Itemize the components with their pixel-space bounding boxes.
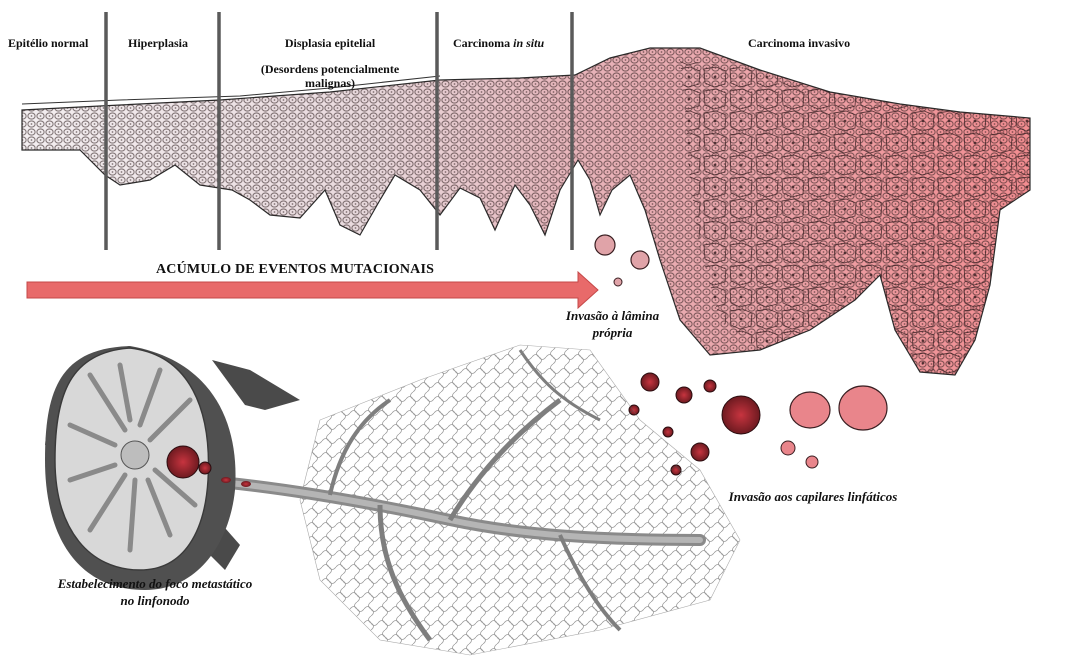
stage-label-dysplasia: Displasia epitelial bbox=[250, 36, 410, 50]
lamina-propria-clusters bbox=[595, 235, 649, 286]
stage-label-normal: Epitélio normal bbox=[8, 36, 88, 50]
arrow-label: ACÚMULO DE EVENTOS MUTACIONAIS bbox=[156, 262, 434, 278]
stage-label-carcinoma-in-situ: Carcinoma in situ bbox=[453, 36, 544, 50]
lymph-vessel-network bbox=[220, 345, 740, 655]
stage-label-invasive: Carcinoma invasivo bbox=[748, 36, 850, 50]
caption-lamina-propria: Invasão à lâmina própria bbox=[545, 307, 680, 341]
lymph-node bbox=[45, 346, 300, 590]
epithelium-tissue bbox=[22, 48, 1030, 375]
stage-label-dysplasia-note: (Desordens potencialmente malignas) bbox=[245, 62, 415, 90]
cis-italic: in situ bbox=[513, 36, 544, 50]
stage-label-hyperplasia: Hiperplasia bbox=[128, 36, 188, 50]
cis-prefix: Carcinoma bbox=[453, 36, 513, 50]
caption-lymph-capillaries: Invasão aos capilares linfáticos bbox=[728, 488, 898, 505]
caption-lymph-node: Estabelecimento do foco metastático no l… bbox=[50, 575, 260, 609]
